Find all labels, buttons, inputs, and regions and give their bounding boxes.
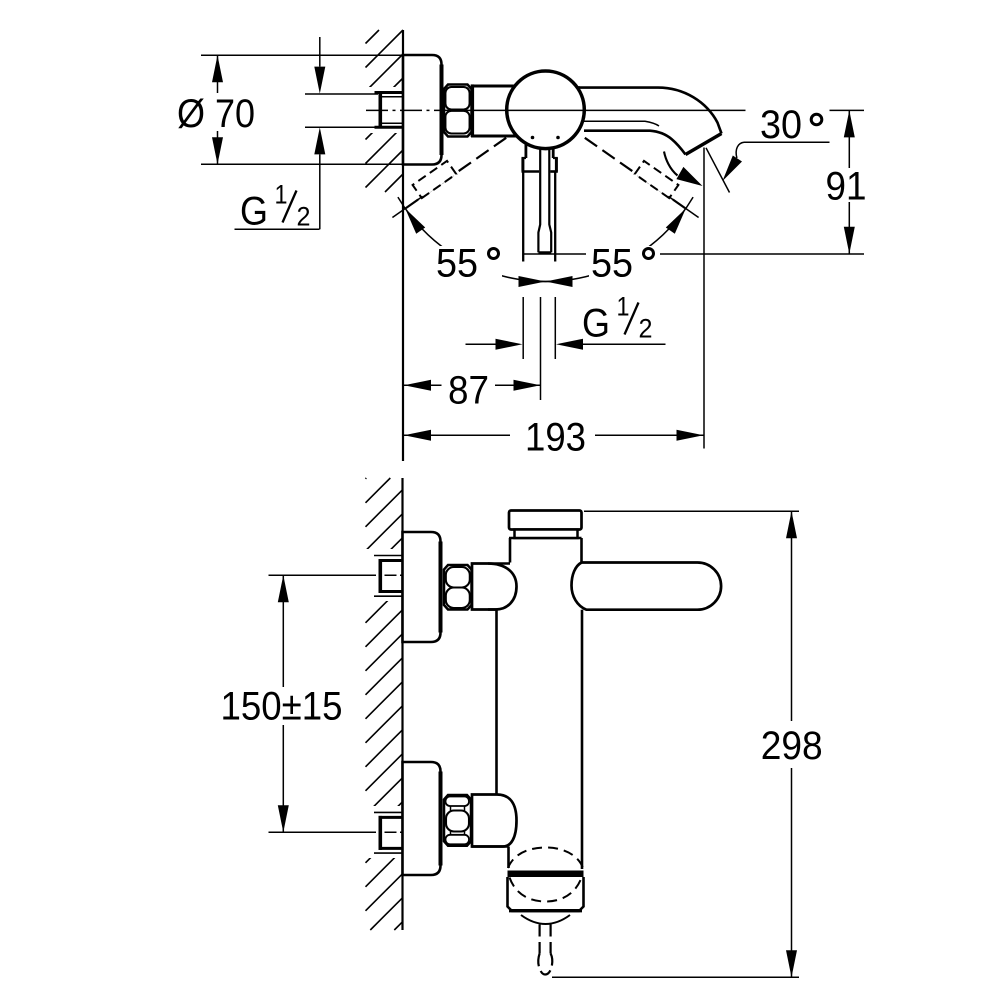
svg-text:2: 2: [639, 314, 653, 344]
svg-text:1: 1: [617, 292, 630, 322]
svg-text:298: 298: [761, 724, 823, 768]
svg-text:1: 1: [275, 180, 288, 210]
svg-text:Ø 70: Ø 70: [177, 92, 255, 136]
svg-text:G: G: [582, 302, 610, 346]
svg-text:G: G: [240, 190, 268, 234]
svg-text:87: 87: [448, 369, 489, 413]
svg-text:55: 55: [436, 242, 478, 286]
svg-text:193: 193: [525, 416, 586, 460]
svg-text:150±15: 150±15: [221, 685, 343, 729]
svg-text:2: 2: [297, 202, 311, 232]
svg-text:55: 55: [591, 242, 633, 286]
svg-text:91: 91: [826, 165, 867, 209]
svg-text:30: 30: [760, 103, 802, 147]
